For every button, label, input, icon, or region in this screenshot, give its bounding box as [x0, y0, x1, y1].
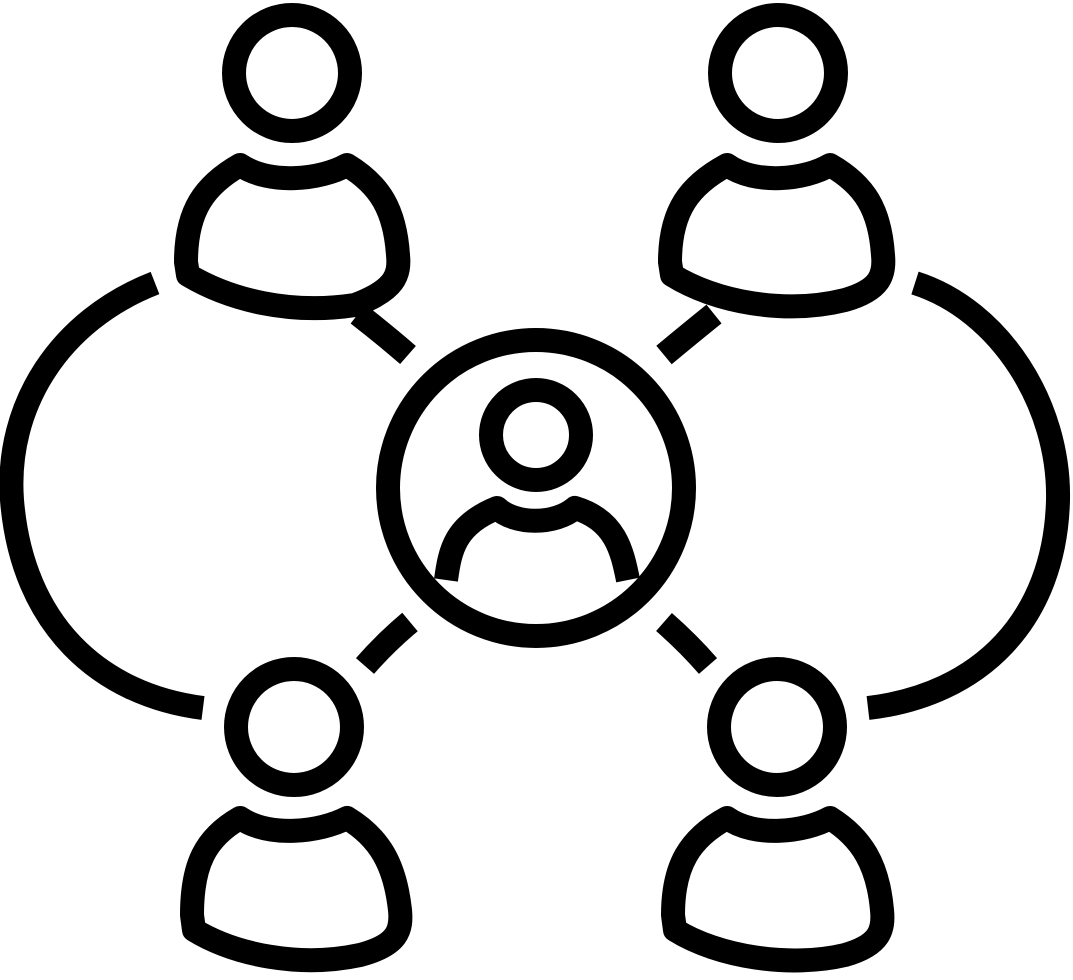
- connector-bottom-left: [355, 612, 418, 674]
- connector-top-left: [350, 304, 416, 365]
- user-icon-top-left: [174, 3, 411, 321]
- head: [222, 3, 362, 143]
- head: [708, 3, 848, 143]
- user-circle-icon-center: [376, 328, 696, 648]
- user-icon-top-right: [658, 3, 896, 319]
- outer-arcs: [0, 271, 1071, 720]
- icon-strokes: [0, 3, 1071, 973]
- user-icon-bottom-right: [661, 657, 895, 973]
- connector-bottom-right: [656, 612, 718, 674]
- head: [224, 657, 364, 797]
- user-icon-bottom-left: [180, 657, 413, 973]
- arc-right: [866, 271, 1071, 720]
- torso: [661, 806, 895, 973]
- center-head: [479, 378, 593, 492]
- connector-top-right: [656, 304, 722, 365]
- connectors: [350, 304, 722, 674]
- torso: [174, 153, 411, 321]
- torso: [658, 153, 896, 319]
- head: [707, 657, 847, 797]
- torso: [180, 806, 413, 973]
- center-torso: [434, 496, 640, 583]
- arc-left: [0, 271, 205, 720]
- center-ring: [376, 328, 696, 648]
